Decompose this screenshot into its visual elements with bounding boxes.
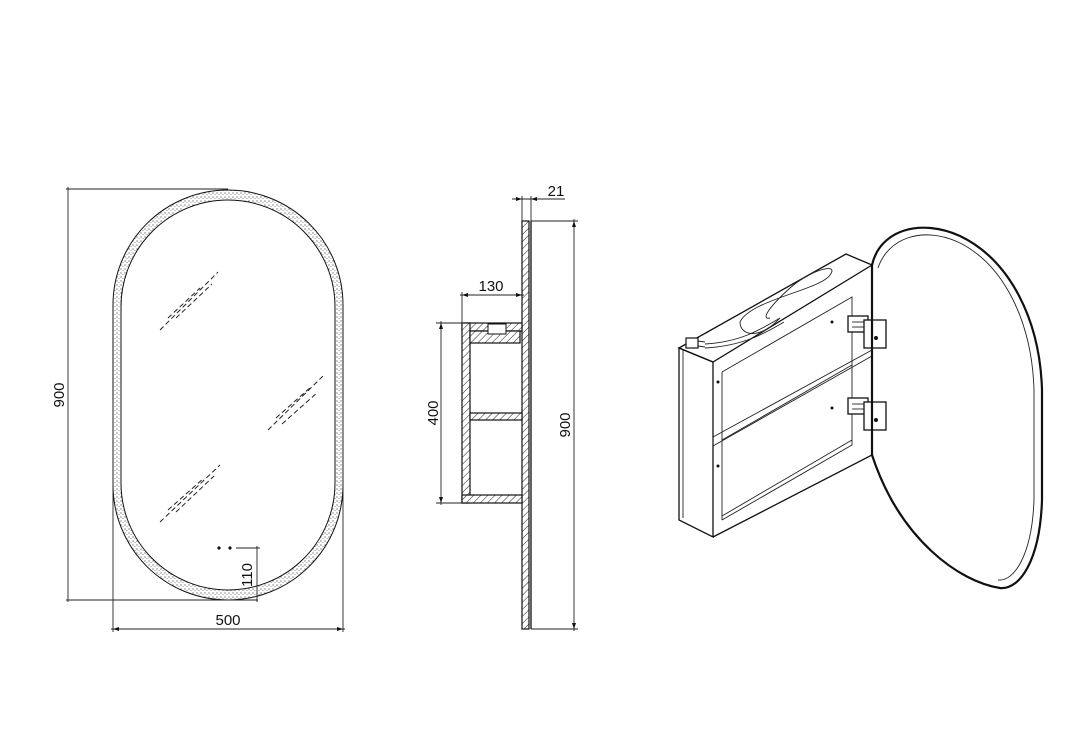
reflection-marks (159, 271, 325, 523)
iso-cabinet (677, 253, 874, 539)
side-mirror-board (521, 220, 530, 630)
mirror-glass (120, 199, 336, 591)
dim-side-cabinet-height: 400 (425, 321, 462, 505)
dim-label-front-height: 900 (51, 382, 68, 407)
dim-label-side-depth-total: 21 (548, 183, 565, 200)
sensor-dot (228, 546, 232, 550)
dim-label-sensor-offset: 110 (239, 563, 256, 587)
dim-front-width: 500 (111, 400, 345, 632)
hinge-bottom (847, 397, 887, 431)
power-cable (685, 268, 833, 349)
dim-front-height: 900 (51, 187, 258, 602)
side-view: 21 130 400 900 (425, 183, 578, 631)
sensor-dot (217, 546, 221, 550)
side-cabinet (461, 322, 523, 504)
dim-label-side-cabinet-height: 400 (425, 400, 442, 425)
dim-side-height: 900 (531, 219, 578, 631)
dim-label-front-width: 500 (215, 612, 240, 629)
dim-side-depth-total: 21 (512, 183, 565, 221)
iso-door (870, 226, 1044, 590)
isometric-view (677, 226, 1044, 590)
dim-label-side-cabinet-depth: 130 (478, 278, 503, 295)
hinge-top (847, 315, 887, 349)
dim-sensor-offset: 110 (236, 546, 260, 602)
dim-label-side-height: 900 (557, 412, 574, 437)
dim-side-cabinet-depth: 130 (460, 278, 524, 323)
front-view: 900 500 110 (51, 187, 345, 632)
